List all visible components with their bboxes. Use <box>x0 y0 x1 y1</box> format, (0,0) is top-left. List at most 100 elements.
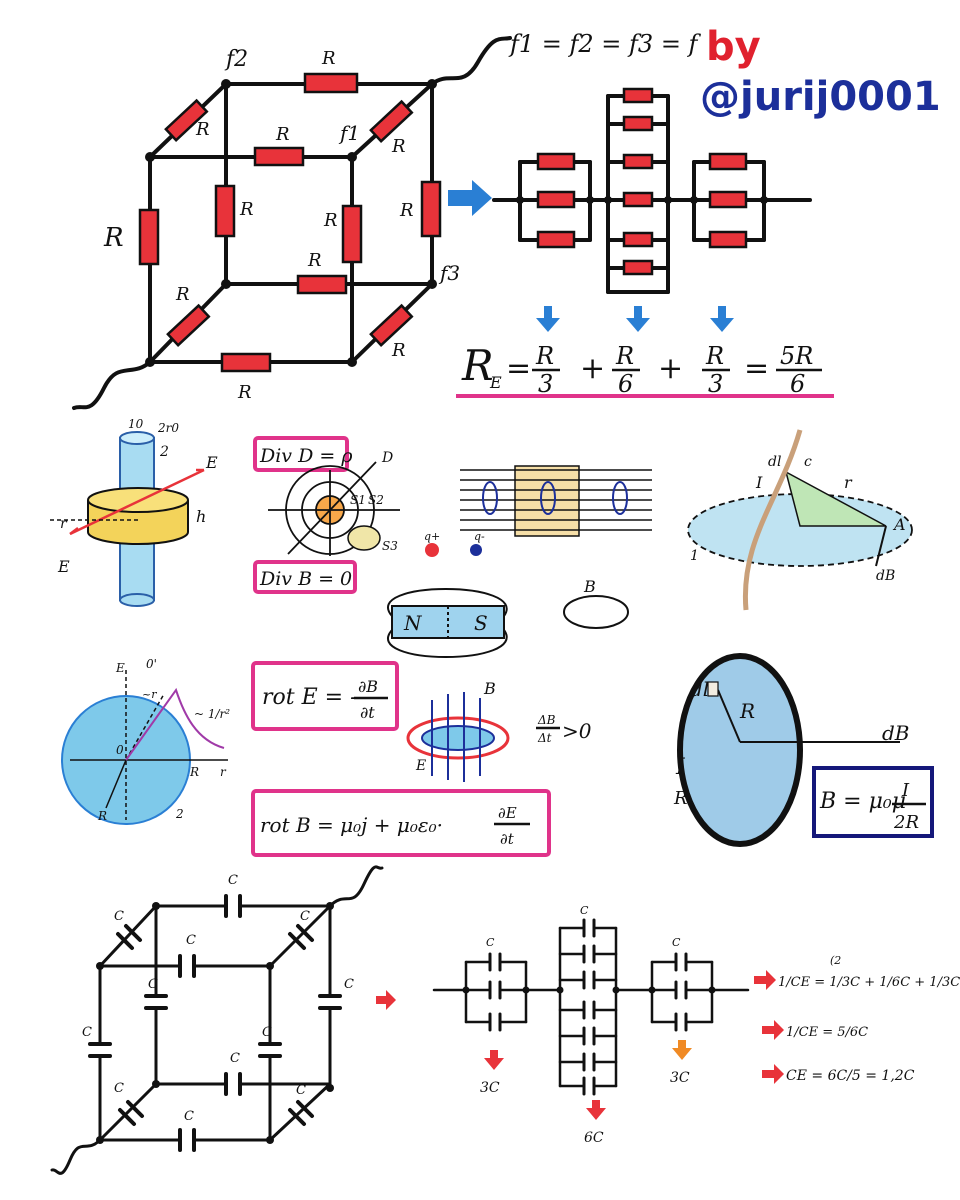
cyl-label-2r0: 2r0 <box>157 421 179 435</box>
result-num: 5R <box>780 342 813 370</box>
div-d-equation: Div D = ρ <box>259 445 353 467</box>
equals-sign: = <box>744 351 769 386</box>
right-arrow-icon <box>762 1020 784 1040</box>
resistor <box>296 274 348 295</box>
equivalent-R: R <box>461 341 494 390</box>
cyl-label-r: r <box>60 516 68 532</box>
cyl-label-10: 10 <box>128 417 144 431</box>
B-label: B <box>583 577 596 596</box>
resistor <box>622 231 654 248</box>
E-label: E <box>415 758 426 774</box>
plot-E: E <box>115 661 125 675</box>
rot-b-lhs: rot B = μ₀j + μ₀ε₀· <box>260 813 443 837</box>
cap-eq1: 1/CE = 1/3C + 1/6C + 1/3C <box>778 975 960 990</box>
resistor <box>536 230 576 249</box>
cap-label: C <box>148 977 158 992</box>
resistor <box>369 99 414 143</box>
rot-e-den: ∂t <box>360 703 375 722</box>
cap-label: C <box>82 1025 92 1040</box>
div-d-box <box>253 436 349 472</box>
cap-eq2: 1/CE = 5/6C <box>786 1025 868 1040</box>
resistor-label: R <box>307 250 322 271</box>
resistor-label: R <box>321 48 336 69</box>
one-label: 1 <box>690 548 699 564</box>
down-arrow-icon <box>484 1050 504 1070</box>
cap-label: C <box>300 909 310 924</box>
loop-dB: dB <box>882 721 910 745</box>
node-label-f1: f1 <box>338 121 360 145</box>
term1-num: R <box>535 342 554 370</box>
rot-e-num: ∂B <box>358 677 378 696</box>
loop-formula-box <box>812 766 934 838</box>
resistor <box>214 184 236 238</box>
resistor <box>420 180 442 238</box>
magnet-S: S <box>474 611 488 635</box>
cyl-label-E: E <box>205 453 218 472</box>
resistor <box>622 153 654 170</box>
sphere-field-plot: E 0' ~r ~ 1/r² 0 R r R 2 <box>61 657 230 825</box>
resistor-label: R <box>275 124 290 145</box>
down-arrow-icon <box>536 306 560 332</box>
flux-rel: >0 <box>562 719 592 743</box>
r-label: r <box>844 473 853 492</box>
plot-O: 0' <box>146 657 157 671</box>
cap-label: C <box>184 1109 194 1124</box>
result-den: 6 <box>790 370 805 398</box>
bar-magnet-figure: N S B <box>387 577 629 658</box>
plot-inv: ~ 1/r² <box>194 707 230 721</box>
cap-label: C <box>186 933 196 948</box>
node-label-f2: f2 <box>224 47 248 72</box>
resistor-label: R <box>391 340 406 361</box>
resistor <box>369 303 414 347</box>
flux-num: ΔB <box>537 713 556 727</box>
cyl-label-E: E <box>57 557 70 576</box>
credit: by @jurij0001 <box>700 24 941 120</box>
plus-sign: + <box>580 351 605 386</box>
term3-den: 3 <box>708 370 723 398</box>
cyl-label-h: h <box>196 507 206 526</box>
right-arrow-icon <box>762 1064 784 1084</box>
resistor <box>536 190 576 209</box>
resistor <box>341 204 363 264</box>
group-right-label: 3C <box>670 1070 690 1086</box>
rot-b-box <box>251 789 551 857</box>
credit-handle: @jurij0001 <box>700 74 941 120</box>
resistor-equivalent-network: R E = R 3 + R 6 + R 3 = 5R 6 <box>456 87 834 398</box>
rot-b-den: ∂t <box>500 830 515 848</box>
cap-label: C <box>296 1083 306 1098</box>
resistor <box>166 303 211 347</box>
plot-R: R <box>189 765 199 779</box>
node-label-f3: f3 <box>438 261 460 285</box>
resistor-label: R <box>323 210 338 231</box>
down-arrow-icon <box>586 1100 606 1120</box>
plot-r: r <box>220 765 227 779</box>
equals-sign: = <box>506 351 531 386</box>
capacitor-cube: C C C C C C C C C C C C <box>50 865 396 1175</box>
rot-b-section: rot B = μ₀j + μ₀ε₀· ∂E ∂t <box>251 789 551 857</box>
q-plus-label: q+ <box>424 530 440 543</box>
resistor <box>708 190 748 209</box>
down-arrow-icon <box>672 1040 692 1060</box>
D-label: D <box>381 450 393 466</box>
charged-cylinder-figure: 10 2r0 2 h r E E <box>50 417 218 607</box>
cap-eq1-mark: (2 <box>830 954 841 967</box>
resistor-label: R <box>239 199 254 220</box>
cap-label: C <box>262 1025 272 1040</box>
term1-den: 3 <box>538 370 553 398</box>
rot-e-section: rot E = - ∂B ∂t B E ΔB Δt >0 <box>251 661 592 782</box>
S2-label: S2 <box>368 493 384 507</box>
cap-label: C <box>580 904 589 917</box>
loop-R2: R <box>673 788 688 809</box>
magnet-N: N <box>403 611 423 635</box>
group-left-label: 3C <box>480 1080 500 1096</box>
resistor-label: R <box>175 284 190 305</box>
resistor-label: R <box>391 136 406 157</box>
flux-den: Δt <box>537 731 552 745</box>
credit-by: by <box>706 24 761 70</box>
resistor <box>536 152 576 171</box>
div-b-box <box>253 560 357 594</box>
c-label: c <box>804 454 812 470</box>
S3-label: S3 <box>382 539 398 553</box>
cyl-label-2: 2 <box>159 444 169 460</box>
